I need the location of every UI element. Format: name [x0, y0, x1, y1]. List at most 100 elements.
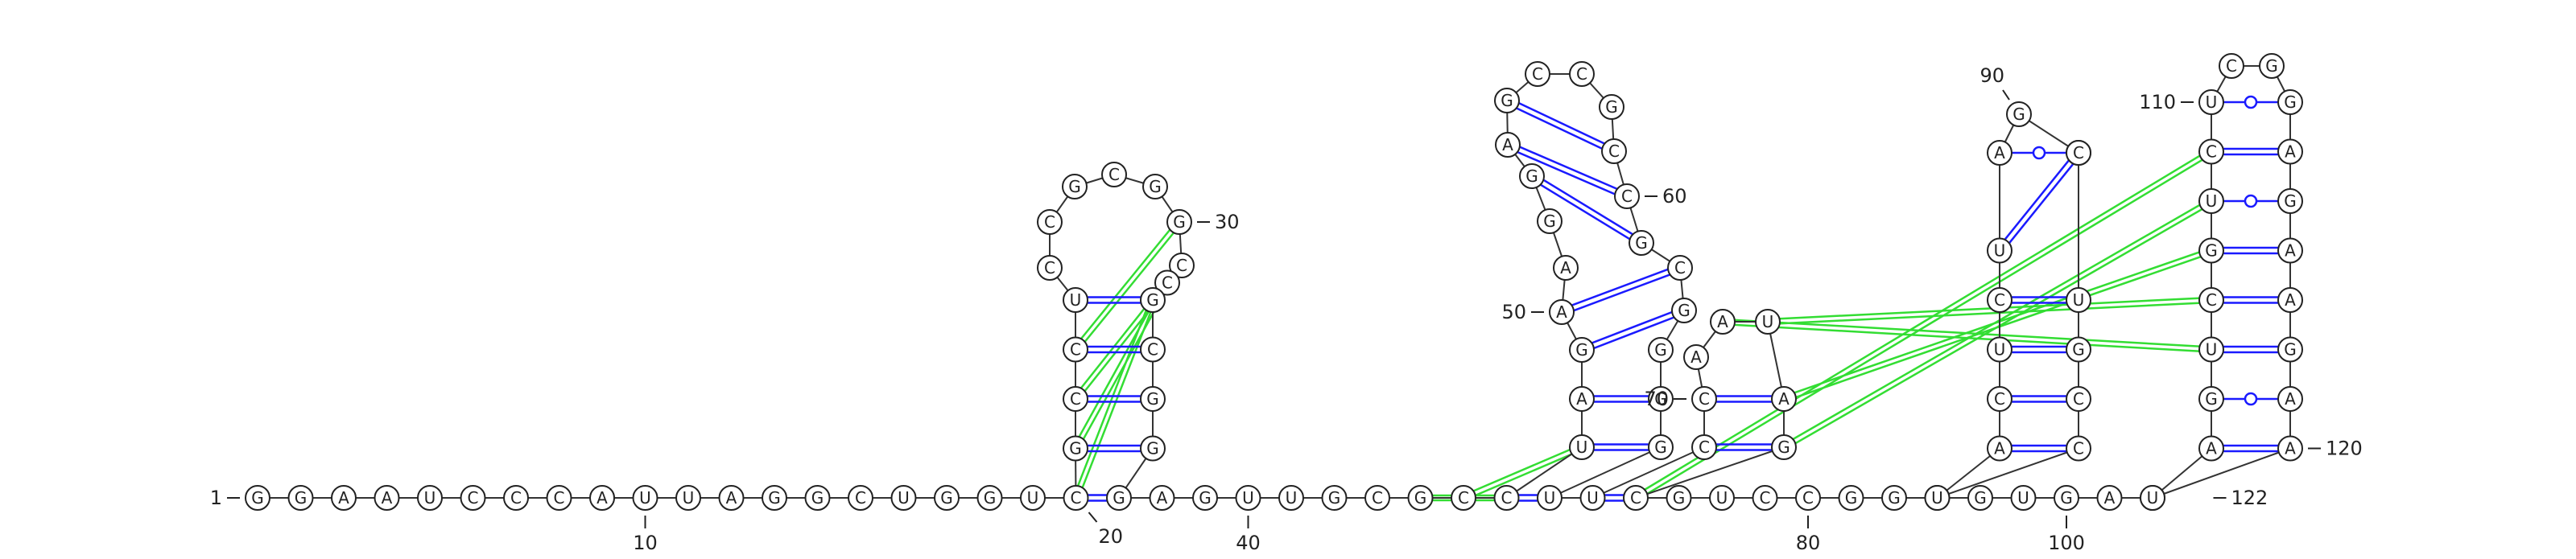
wobble-pair-symbol — [2244, 194, 2258, 208]
nucleotide-letter: G — [1146, 389, 1159, 409]
nucleotide: U — [1987, 336, 2013, 363]
nucleotide: G — [1106, 485, 1132, 511]
nucleotide-letter: C — [1674, 258, 1686, 277]
nucleotide-letter: G — [1654, 389, 1667, 409]
nucleotide-letter: C — [510, 488, 522, 508]
nucleotide-circle — [2140, 485, 2165, 511]
nucleotide: G — [1881, 485, 1907, 511]
nucleotide: A — [1771, 386, 1797, 412]
nucleotide-circle — [1710, 309, 1736, 335]
nucleotide: A — [1569, 386, 1595, 412]
nucleotide-circle — [287, 485, 314, 511]
pseudoknot-interaction — [1636, 152, 2214, 501]
nucleotide-circle — [1553, 255, 1579, 281]
nucleotide-letter: U — [424, 488, 436, 508]
nucleotide-circle — [2066, 336, 2091, 363]
canonical-pair-line — [1562, 269, 1682, 316]
nucleotide-letter: A — [338, 488, 349, 508]
nucleotide: G — [1142, 174, 1168, 199]
nucleotide-circle — [1037, 209, 1063, 235]
nucleotide-circle — [1987, 287, 2013, 313]
nucleotide: C — [1752, 485, 1778, 511]
nucleotide-circle — [2277, 386, 2303, 412]
nucleotide-circle — [675, 485, 701, 511]
nucleotide-circle — [1140, 336, 1166, 363]
nucleotide: U — [1020, 485, 1046, 511]
nucleotide-letter: C — [1630, 488, 1641, 508]
nucleotide-circle — [1549, 299, 1575, 325]
nucleotide-letter: C — [855, 488, 866, 508]
nucleotide-circle — [1321, 485, 1348, 511]
nucleotide-circle — [2054, 485, 2079, 511]
nucleotide: C — [1667, 255, 1693, 281]
canonical-pair-line — [1533, 172, 1644, 242]
position-label: 50 — [1501, 301, 1544, 323]
nucleotide-letter: G — [1673, 488, 1686, 508]
nucleotide: C — [1140, 336, 1166, 363]
pseudoknot-interaction — [1767, 296, 2211, 321]
nucleotide: G — [1648, 337, 1674, 363]
nucleotide: C — [1493, 485, 1520, 511]
nucleotide: C — [1037, 209, 1063, 235]
canonical-pair-line — [1507, 97, 1616, 150]
nucleotide-letter: G — [1543, 212, 1556, 231]
nucleotide-circle — [2066, 435, 2091, 462]
nucleotide-circle — [1838, 485, 1864, 511]
nucleotide-letter: C — [1147, 340, 1158, 360]
nucleotide: U — [2066, 287, 2091, 313]
position-number: 30 — [1215, 211, 1240, 233]
position-number: 100 — [2048, 532, 2085, 554]
nucleotide-circle — [1683, 344, 1709, 370]
nucleotide: U — [1924, 485, 1951, 511]
nucleotide-letter: G — [2205, 241, 2218, 261]
position-label: 20 — [1088, 512, 1123, 548]
nucleotide-letter: C — [1458, 488, 1469, 508]
nucleotide: A — [718, 485, 745, 511]
nucleotide-circle — [1407, 485, 1434, 511]
nucleotide-circle — [2198, 386, 2224, 412]
nucleotide-letter: G — [1068, 177, 1081, 196]
nucleotide-letter: A — [2206, 439, 2217, 458]
nucleotide: C — [1569, 61, 1595, 87]
nucleotide: C — [1101, 162, 1127, 187]
nucleotide-letter: C — [1576, 64, 1587, 84]
nucleotide-letter: C — [2206, 142, 2217, 162]
nucleotide-letter: G — [1678, 301, 1690, 320]
nucleotide-letter: A — [382, 488, 393, 508]
canonical-pair-line — [2000, 154, 2082, 253]
nucleotide-circle — [2198, 287, 2224, 313]
nucleotide: C — [1623, 485, 1649, 511]
nucleotide-circle — [2277, 435, 2303, 462]
nucleotide-letter: G — [2265, 56, 2278, 76]
nucleotide-circle — [1140, 435, 1166, 462]
nucleotide-letter: G — [1414, 488, 1427, 508]
nucleotide-letter: C — [1994, 290, 2005, 310]
nucleotide: G — [1063, 435, 1088, 462]
nucleotide-letter: U — [1070, 290, 1082, 310]
nucleotide: U — [890, 485, 917, 511]
nucleotide-circle — [1987, 237, 2013, 264]
nucleotide-letter: C — [1608, 142, 1620, 161]
nucleotide-letter: G — [1654, 438, 1667, 457]
nucleotide-letter: C — [1501, 488, 1513, 508]
nucleotide: G — [1537, 208, 1563, 234]
nucleotide-circle — [1106, 485, 1132, 511]
nucleotide-circle — [245, 485, 270, 511]
nucleotide-letter: U — [1587, 488, 1599, 508]
nucleotide: G — [1666, 485, 1692, 511]
nucleotide-circle — [1666, 485, 1692, 511]
nucleotide: G — [1494, 88, 1520, 113]
nucleotide-circle — [1771, 386, 1797, 412]
position-number: 70 — [1644, 388, 1669, 410]
position-tick — [2002, 89, 2010, 101]
canonical-pair-line — [1506, 146, 1627, 200]
nucleotide-letter: C — [1044, 258, 1055, 277]
nucleotide: C — [1063, 386, 1088, 412]
nucleotide: G — [2066, 336, 2091, 363]
nucleotide: A — [374, 485, 400, 511]
nucleotide: G — [1166, 209, 1192, 235]
nucleotide-circle — [1614, 183, 1640, 209]
nucleotide: A — [331, 485, 357, 511]
nucleotide: G — [934, 485, 960, 511]
pseudoknot-layer — [1072, 148, 2214, 502]
